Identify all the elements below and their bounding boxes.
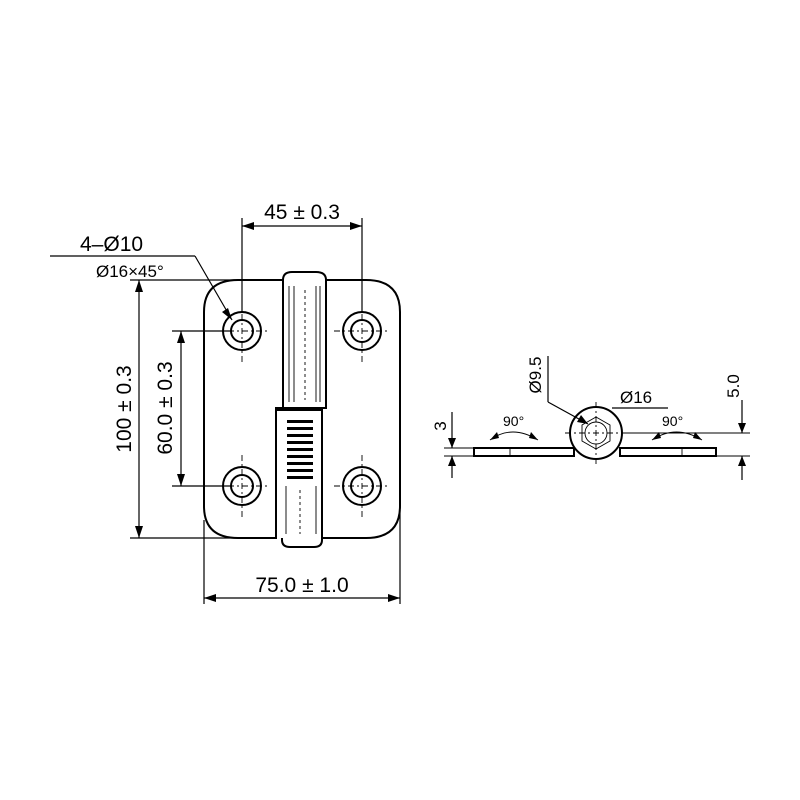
mounting-hole-bottom-right (334, 455, 390, 517)
hinge-leaf-outline-right (321, 279, 401, 539)
angle-right-label: 90° (662, 413, 683, 429)
dim-countersink-label: Ø16×45° (96, 262, 164, 281)
dim-hole-spacing-label: 45 ± 0.3 (264, 201, 340, 224)
dimension-height: 100 ± 0.3 (113, 279, 238, 539)
dim-total-thickness-label: 5.0 (724, 374, 743, 398)
dimension-hole-spacing: 45 ± 0.3 (241, 201, 363, 312)
dim-knuckle-label: Ø16 (620, 388, 652, 407)
dim-holes-count-label: 4–Ø10 (80, 233, 143, 256)
leader-hole-callout: 4–Ø10 Ø16×45° (50, 233, 233, 321)
dimension-width: 75.0 ± 1.0 (203, 510, 401, 604)
dimension-thickness: 3 (431, 412, 474, 478)
angle-right: 90° (651, 413, 703, 441)
dim-thickness-label: 3 (431, 421, 450, 430)
dimension-hole-vertical: 60.0 ± 0.3 (154, 330, 232, 487)
side-view: Ø9.5 Ø16 90° 90° 3 (431, 356, 750, 480)
dim-height-label: 100 ± 0.3 (113, 365, 136, 452)
dimension-total-thickness: 5.0 (716, 374, 750, 480)
hinge-leaf-outline (203, 279, 284, 539)
dim-pin-label: Ø9.5 (526, 357, 545, 394)
side-leaf-right (619, 447, 717, 457)
dimension-knuckle: Ø16 (612, 388, 668, 409)
front-view: 45 ± 0.3 4–Ø10 Ø16×45° 100 ± 0.3 60.0 (50, 201, 401, 604)
dim-hole-vertical-label: 60.0 ± 0.3 (154, 361, 177, 454)
side-leaf-left (473, 447, 575, 457)
hinge-knuckle (275, 271, 327, 548)
angle-left: 90° (489, 413, 539, 441)
dim-width-label: 75.0 ± 1.0 (255, 574, 348, 597)
dimension-pin: Ø9.5 (526, 356, 589, 425)
mounting-hole-bottom-left (214, 455, 270, 517)
angle-left-label: 90° (503, 413, 524, 429)
